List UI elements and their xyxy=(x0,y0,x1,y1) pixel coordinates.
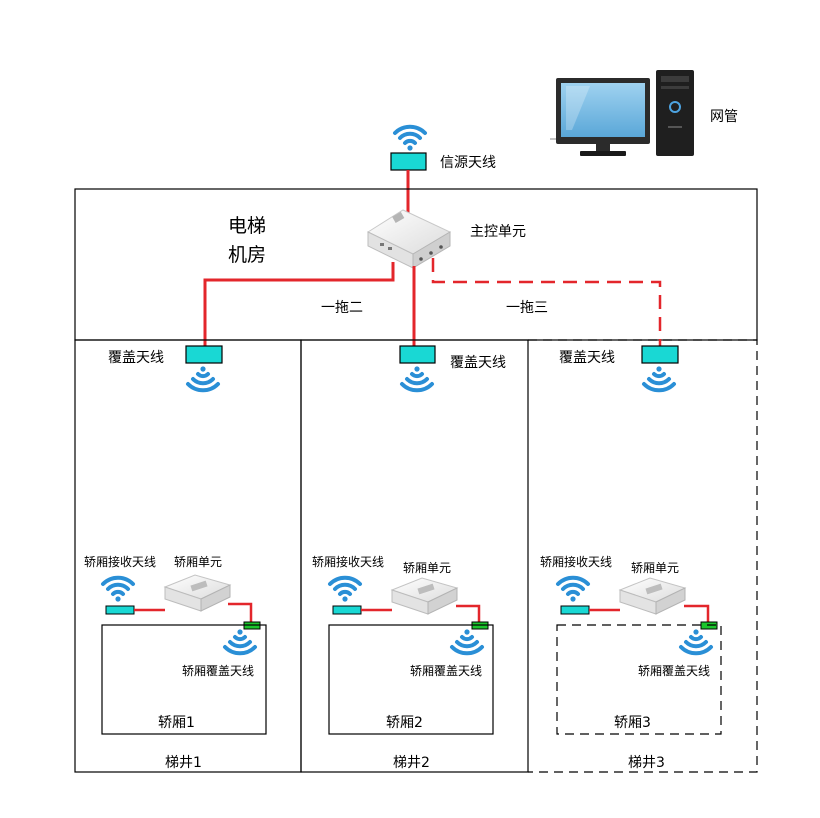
master-unit: 主控单元 xyxy=(366,209,526,269)
car-cable xyxy=(684,604,710,622)
shaft-3: 覆盖天线 轿厢接收天线 轿厢单元 轿厢覆盖天线 轿厢3 梯井3 xyxy=(528,339,758,773)
shaft-2: 覆盖天线 轿厢接收天线 轿厢单元 轿厢覆盖天线 轿厢2 梯井2 xyxy=(300,339,529,773)
device-unit-icon xyxy=(366,209,452,269)
car-cable xyxy=(228,602,253,622)
shaft-box xyxy=(300,339,529,773)
shaft-label: 梯井3 xyxy=(628,755,665,771)
nms-computer: 网管 xyxy=(550,70,738,156)
wifi-signal-icon xyxy=(393,124,427,153)
source-antenna-label: 信源天线 xyxy=(440,155,496,171)
cable-to-shaft-3 xyxy=(431,258,662,346)
source-antenna: 信源天线 xyxy=(390,124,496,171)
coverage-antenna-label: 覆盖天线 xyxy=(559,350,615,366)
shaft-1: 覆盖天线 轿厢接收天线 轿厢单元 轿厢覆盖天线 轿厢1 梯井1 xyxy=(74,339,302,773)
computer-icon xyxy=(550,70,694,156)
car-receive-antenna-box xyxy=(105,605,135,615)
car-box xyxy=(328,624,494,735)
split-two-label: 一拖二 xyxy=(321,300,363,316)
split-three-label: 一拖三 xyxy=(506,300,548,316)
car-cable xyxy=(456,604,481,622)
car-box xyxy=(101,624,267,735)
master-unit-label: 主控单元 xyxy=(470,224,526,240)
car-unit-label: 轿厢单元 xyxy=(174,554,222,569)
car-receive-antenna-label: 轿厢接收天线 xyxy=(84,554,156,569)
car-unit-label: 轿厢单元 xyxy=(631,560,679,575)
coverage-antenna-box xyxy=(399,345,436,364)
car-receive-antenna-box xyxy=(332,605,362,615)
coverage-antenna-box xyxy=(185,345,223,364)
car-label: 轿厢3 xyxy=(614,715,651,731)
car-coverage-antenna-label: 轿厢覆盖天线 xyxy=(182,663,254,678)
car-coverage-antenna-label: 轿厢覆盖天线 xyxy=(638,663,710,678)
car-receive-antenna-label: 轿厢接收天线 xyxy=(312,554,384,569)
wifi-signal-icon xyxy=(679,627,713,656)
car-unit-label: 轿厢单元 xyxy=(403,560,451,575)
car-box xyxy=(556,624,722,735)
wifi-signal-icon xyxy=(400,364,434,393)
wifi-signal-icon xyxy=(328,575,362,604)
wifi-signal-icon xyxy=(556,575,590,604)
coverage-antenna-label: 覆盖天线 xyxy=(450,355,506,371)
device-unit-icon xyxy=(163,574,232,612)
car-label: 轿厢2 xyxy=(386,715,423,731)
coverage-antenna-box xyxy=(641,345,679,364)
machine-room-label-1: 电梯 xyxy=(228,215,266,237)
car-coverage-antenna-label: 轿厢覆盖天线 xyxy=(410,663,482,678)
car-receive-antenna-label: 轿厢接收天线 xyxy=(540,554,612,569)
wifi-signal-icon xyxy=(223,627,257,656)
device-unit-icon xyxy=(390,577,459,615)
nms-label: 网管 xyxy=(710,109,738,125)
car-receive-antenna-box xyxy=(560,605,590,615)
device-unit-icon xyxy=(618,577,687,615)
car-label: 轿厢1 xyxy=(158,715,195,731)
wifi-signal-icon xyxy=(642,364,676,393)
shaft-label: 梯井1 xyxy=(165,755,202,771)
shaft-label: 梯井2 xyxy=(393,755,430,771)
coverage-antenna-label: 覆盖天线 xyxy=(108,350,164,366)
cable-to-shaft-1 xyxy=(203,262,395,346)
wifi-signal-icon xyxy=(186,364,220,393)
machine-room-label-2: 机房 xyxy=(228,244,266,266)
wifi-signal-icon xyxy=(450,627,484,656)
wifi-signal-icon xyxy=(101,575,135,604)
source-antenna-box xyxy=(390,152,427,171)
